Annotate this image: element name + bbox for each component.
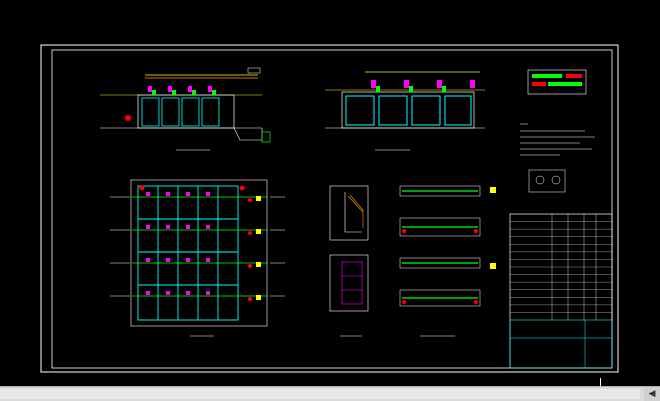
scrollbar-track[interactable]	[0, 389, 640, 399]
detail-section-1	[329, 185, 369, 241]
beam-details	[399, 185, 496, 337]
legend-box	[527, 69, 587, 95]
notes-text-block	[520, 123, 595, 156]
section-view-b	[325, 71, 485, 151]
detail-section-2	[329, 254, 369, 337]
drawing-border-outer	[40, 44, 619, 373]
detail-symbol	[528, 169, 566, 193]
drawing-border-inner	[51, 49, 613, 369]
horizontal-scrollbar[interactable]: ◀	[0, 386, 660, 401]
section-view-a	[100, 67, 271, 151]
title-block-table	[509, 213, 613, 369]
scroll-right-icon[interactable]: ◀	[644, 387, 660, 401]
plan-view	[110, 179, 285, 337]
